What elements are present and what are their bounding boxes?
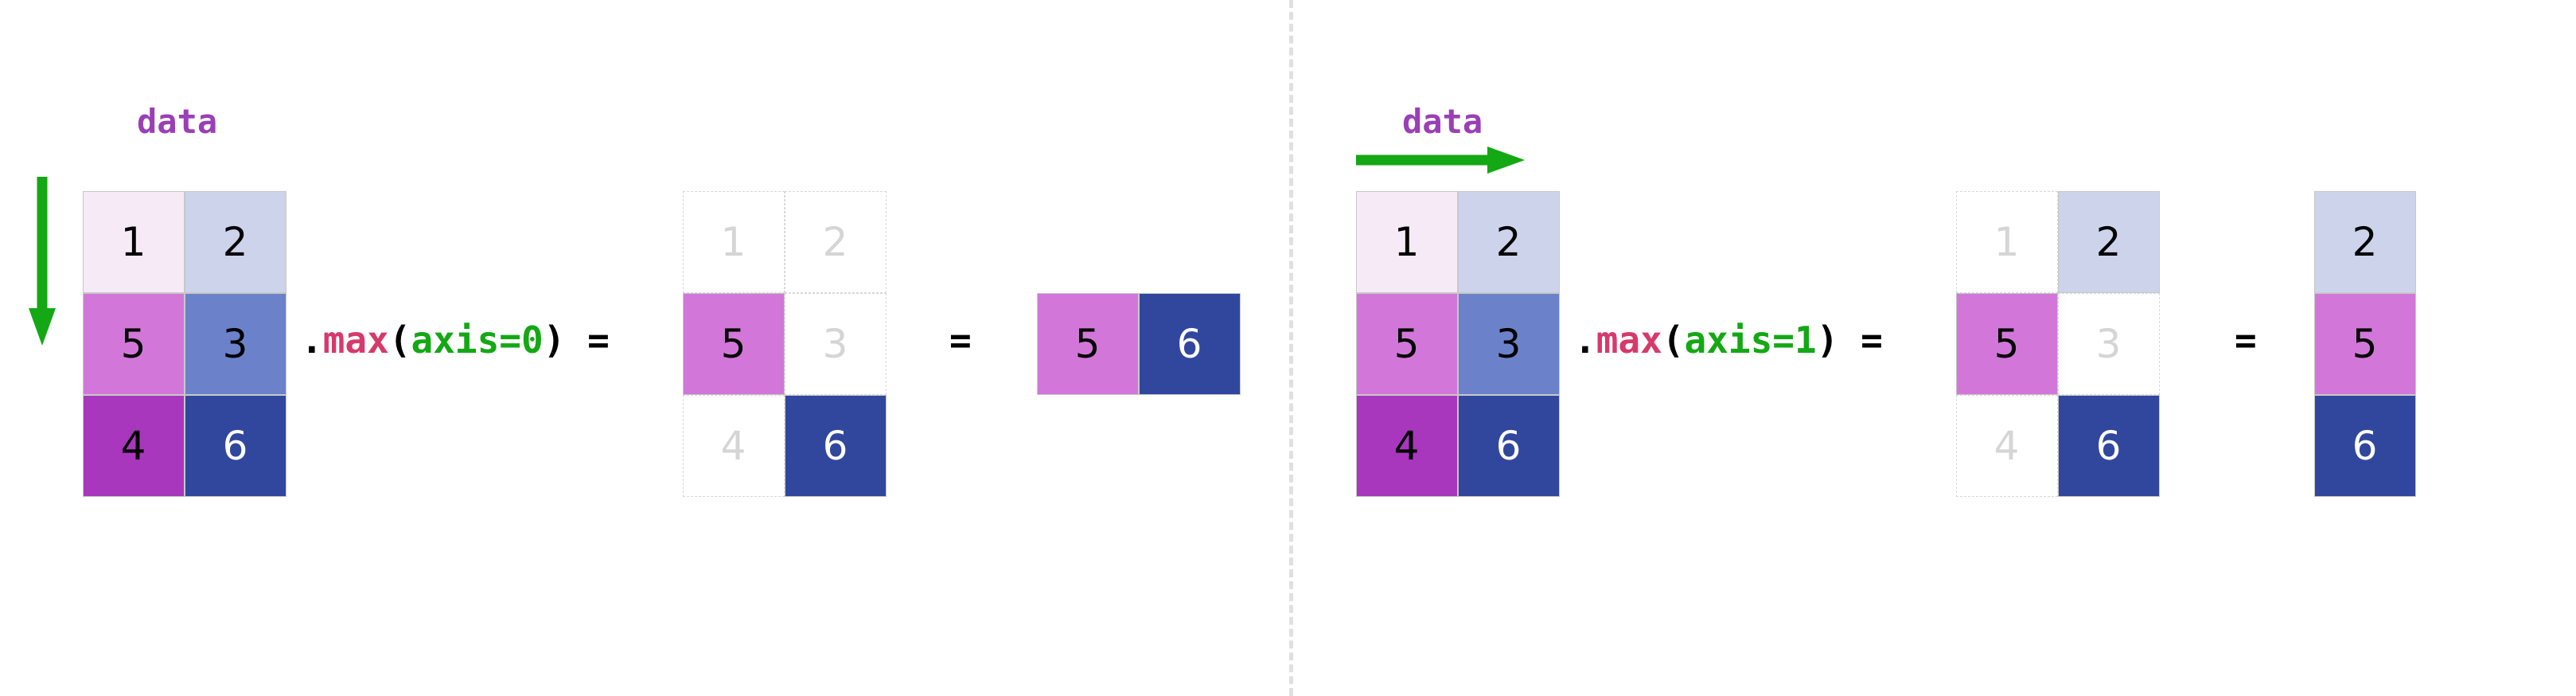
matrix-cell: 6 xyxy=(1457,394,1560,497)
matrix-cell: 6 xyxy=(1138,292,1241,395)
arrow-right-icon xyxy=(1356,147,1525,174)
expr-argument: axis=1 xyxy=(1684,319,1817,362)
expr-equals: = xyxy=(587,319,610,362)
data-label-axis1: data xyxy=(1402,102,1483,141)
matrix-cell: 5 xyxy=(1955,292,2058,395)
matrix-cell: 3 xyxy=(2057,292,2160,395)
matrix-cell: 1 xyxy=(1955,190,2058,293)
equals-sign-axis0: = xyxy=(949,319,972,362)
arrow-down-icon xyxy=(29,177,56,346)
expression-axis1: .max(axis=1) = xyxy=(1574,319,1883,362)
matrix-cell: 5 xyxy=(1355,292,1458,395)
expr-function: max xyxy=(1596,319,1662,362)
matrix-cell: 6 xyxy=(184,394,286,497)
matrix-cell: 2 xyxy=(784,190,887,293)
matrix-cell: 3 xyxy=(784,292,887,395)
matrix-cell: 1 xyxy=(82,190,185,293)
expr-argument: axis=0 xyxy=(411,319,544,362)
matrix-cell: 2 xyxy=(2057,190,2160,293)
matrix-cell: 3 xyxy=(1457,292,1560,395)
matrix-cell: 4 xyxy=(1955,394,2058,497)
expr-close-paren: ) xyxy=(543,319,566,362)
matrix-cell: 2 xyxy=(1457,190,1560,293)
matrix-cell: 5 xyxy=(82,292,185,395)
matrix-cell: 6 xyxy=(2313,394,2416,497)
expr-function: max xyxy=(322,319,389,362)
matrix-cell: 1 xyxy=(682,190,785,293)
matrix-cell: 2 xyxy=(2313,190,2416,293)
matrix-cell: 5 xyxy=(682,292,785,395)
expr-open-paren: ( xyxy=(1662,319,1685,362)
matrix-cell: 4 xyxy=(82,394,185,497)
expression-axis0: .max(axis=0) = xyxy=(301,319,610,362)
panel-divider xyxy=(1289,0,1293,696)
expr-close-paren: ) xyxy=(1816,319,1839,362)
matrix-cell: 6 xyxy=(2057,394,2160,497)
matrix-cell: 2 xyxy=(184,190,286,293)
equals-sign-axis1: = xyxy=(2235,319,2257,362)
matrix-cell: 5 xyxy=(1036,292,1139,395)
expr-open-paren: ( xyxy=(388,319,411,362)
data-label-axis0: data xyxy=(137,102,218,141)
expr-dot: . xyxy=(301,319,323,362)
matrix-cell: 5 xyxy=(2313,292,2416,395)
expr-equals: = xyxy=(1861,319,1883,362)
matrix-cell: 4 xyxy=(1355,394,1458,497)
matrix-cell: 3 xyxy=(184,292,286,395)
expr-dot: . xyxy=(1574,319,1596,362)
matrix-cell: 4 xyxy=(682,394,785,497)
matrix-cell: 6 xyxy=(784,394,887,497)
matrix-cell: 1 xyxy=(1355,190,1458,293)
